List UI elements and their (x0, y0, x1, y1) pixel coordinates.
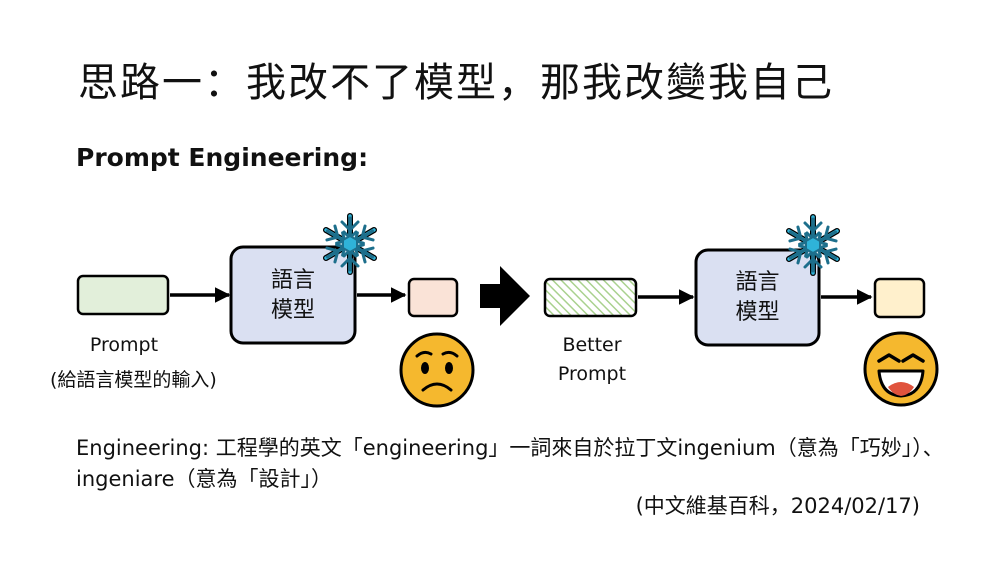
better-prompt-line2: Prompt (557, 363, 627, 385)
output-box-right (873, 277, 926, 319)
model-label-left: 語言 模型 (231, 266, 355, 326)
slide-title: 思路一：我改不了模型，那我改變我自己 (78, 60, 834, 106)
prompt-note: (給語言模型的輸入) (50, 369, 217, 391)
better-prompt-line1: Better (562, 334, 622, 356)
language-model-box-right (694, 248, 821, 347)
prompt-label: Prompt (89, 334, 159, 356)
transition-arrow-icon (480, 266, 530, 326)
better-prompt-box (543, 277, 638, 318)
model-label-right: 語言 模型 (696, 268, 819, 328)
language-model-box (229, 245, 357, 345)
better-prompt-label: Better Prompt (530, 331, 654, 389)
etymology-note: Engineering: 工程學的英文「engineering」一詞來自於拉丁文… (76, 436, 944, 491)
model-label-line2: 模型 (270, 298, 315, 323)
worried-face-icon (399, 332, 475, 408)
prompt-box (76, 274, 170, 316)
snowflake-icon (321, 213, 379, 275)
model-label-line2: 模型 (735, 300, 780, 325)
slide-subtitle: Prompt Engineering: (76, 143, 369, 172)
model-label-line1: 語言 (270, 268, 315, 293)
model-label-line1: 語言 (735, 270, 780, 295)
snowflake-icon (784, 214, 842, 276)
citation: (中文維基百科，2024/02/17) (635, 494, 920, 518)
laughing-face-icon (863, 331, 939, 407)
output-box (407, 277, 459, 318)
